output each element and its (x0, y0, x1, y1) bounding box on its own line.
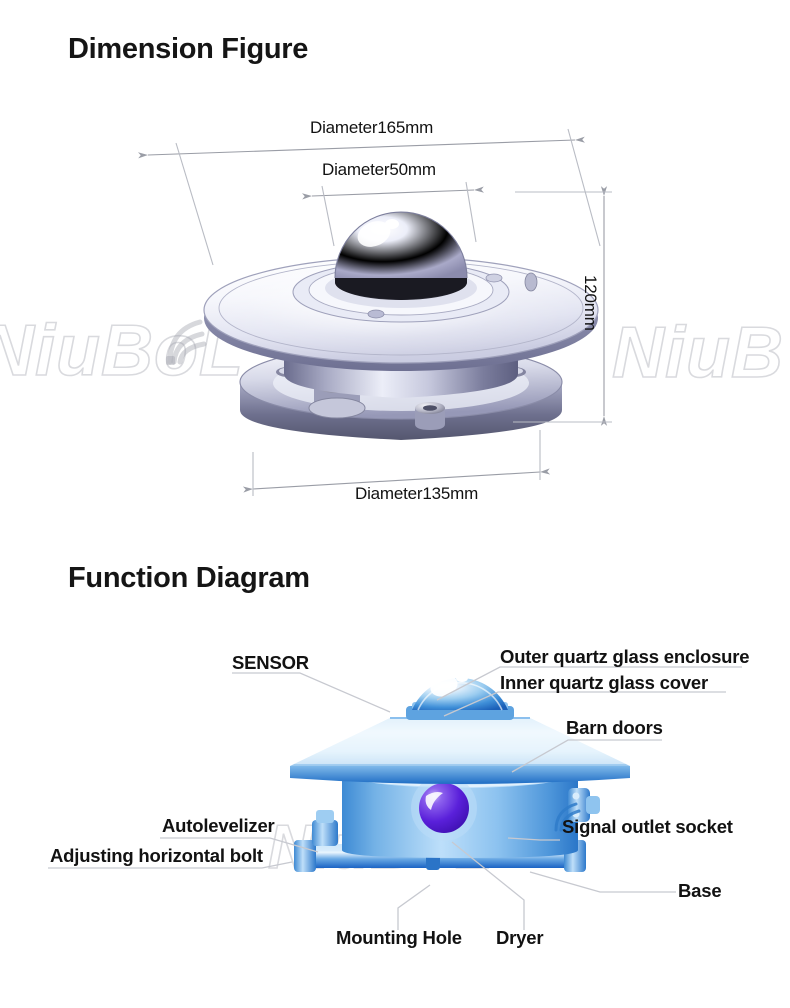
product-render-function (290, 674, 630, 872)
callout-label-barn-doors: Barn doors (566, 717, 663, 738)
callout-label-adjusting-horizontal-bolt: Adjusting horizontal bolt (50, 845, 263, 866)
label-dome-diameter: Diameter50mm (322, 160, 436, 179)
callout-label-mounting-hole: Mounting Hole (336, 927, 462, 948)
callout-label-outer-quartz-glass-enclosure: Outer quartz glass enclosure (500, 646, 750, 667)
watermark-niubol-left: NiuBoL (0, 310, 244, 392)
label-height: 120mm (581, 275, 600, 331)
callout-label-sensor: SENSOR (232, 652, 309, 673)
function-diagram-title: Function Diagram (68, 562, 310, 594)
callout-label-inner-quartz-glass-cover: Inner quartz glass cover (500, 672, 709, 693)
callout-label-autolevelizer: Autolevelizer (162, 815, 275, 836)
callout-label-dryer: Dryer (496, 927, 544, 948)
callout-label-base: Base (678, 880, 722, 901)
label-base-diameter: Diameter135mm (355, 484, 479, 503)
watermark-niubol-right: NiuB (611, 312, 784, 394)
dimension-figure-title: Dimension Figure (68, 33, 309, 65)
product-render-dimension (203, 211, 599, 440)
watermark-signal-arc-icon (166, 319, 207, 365)
callout-label-signal-outlet-socket: Signal outlet socket (562, 816, 733, 837)
label-outer-diameter: Diameter165mm (310, 118, 434, 137)
